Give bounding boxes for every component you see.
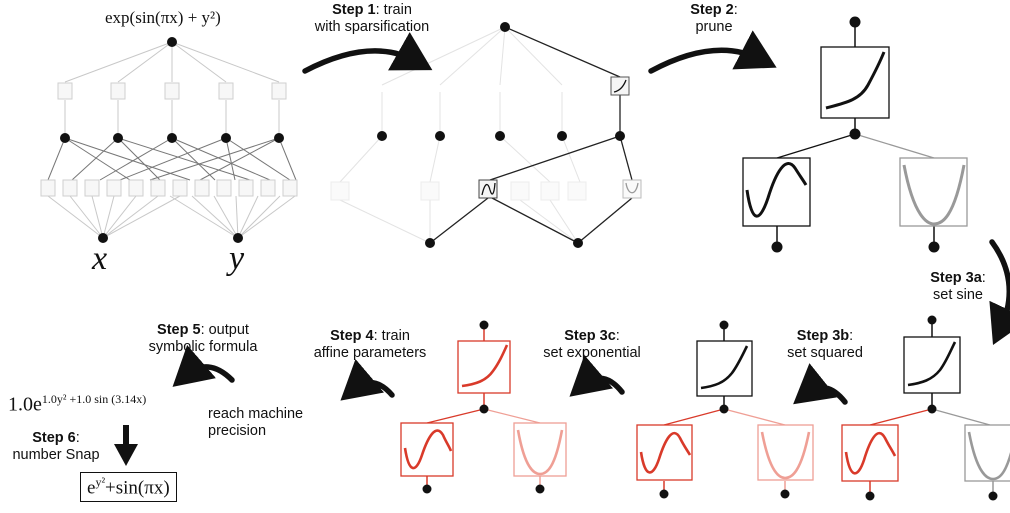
machine-precision-note: reach machine precision — [208, 406, 304, 439]
arrow-step4 — [340, 358, 395, 401]
arrow-step3c — [569, 354, 625, 397]
arrow-step2 — [648, 30, 777, 74]
step3b-label: Step 3b: set squared — [787, 328, 863, 361]
target-formula: exp(sin(πx) + y²) — [105, 8, 221, 27]
arrow-step3a — [989, 239, 1010, 345]
input-y-label: y — [229, 240, 245, 277]
full-kan-nodes — [60, 37, 284, 243]
step5-label: Step 5: output symbolic formula — [148, 322, 258, 355]
step6-label: Step 6: number Snap — [12, 430, 100, 463]
step4-label: Step 4: train affine parameters — [313, 328, 427, 361]
arrow-step1 — [302, 32, 433, 74]
net-step3b — [636, 320, 814, 499]
sparse-kan-nodes — [377, 22, 625, 248]
input-x-label: x — [92, 240, 108, 277]
arrow-step5 — [172, 344, 235, 387]
net-step3c — [400, 320, 567, 494]
step1-label: Step 1: train with sparsification — [314, 2, 430, 35]
step2-label: Step 2: prune — [690, 2, 738, 35]
step-arrows — [172, 30, 1010, 405]
output-formula: 1.0e1.0y² +1.0 sin (3.14x) — [8, 392, 147, 416]
net-step3a — [841, 315, 1010, 501]
full-kan-cross-edges — [47, 137, 297, 181]
sparse-kan-active-edges — [429, 26, 633, 244]
pruned-network — [742, 16, 968, 253]
sparse-kan-boxes — [478, 76, 642, 199]
sparse-kan-faint-boxes — [330, 181, 587, 201]
snapped-formula: ey²+sin(πx) — [80, 472, 177, 503]
full-kan-activation-boxes — [40, 82, 298, 197]
arrow-step3b — [793, 363, 848, 405]
step3c-label: Step 3c: set exponential — [543, 328, 641, 361]
sparse-kan-faint-edges — [339, 26, 581, 244]
step3a-label: Step 3a: set sine — [930, 270, 986, 303]
full-kan-network — [47, 41, 296, 239]
arrow-step6 — [114, 425, 138, 466]
